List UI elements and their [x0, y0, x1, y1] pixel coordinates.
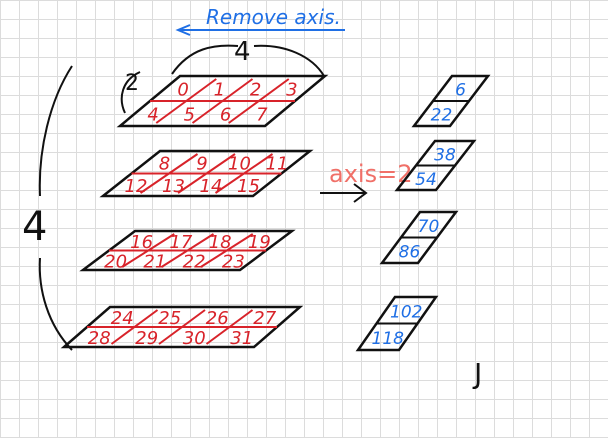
- cell-value: 102: [390, 302, 422, 322]
- slice-outline: [355, 295, 439, 352]
- depth-dimension: 4: [22, 204, 47, 250]
- cell-value: 13: [162, 176, 185, 197]
- cell-value: 21: [143, 251, 166, 272]
- slice-outline: [79, 229, 296, 272]
- cell-value: 6: [455, 81, 466, 101]
- cell-value: 16: [130, 232, 153, 253]
- slice-col-divider: [110, 309, 159, 345]
- cell-value: 54: [415, 170, 437, 190]
- cell-value: 20: [104, 251, 127, 272]
- slice-outline: [411, 74, 491, 128]
- cell-value: 9: [196, 153, 207, 174]
- title-group: Remove axis.: [175, 5, 345, 36]
- cell-value: 8: [159, 153, 170, 174]
- slice-col-divider: [191, 78, 254, 124]
- input-slice: 16 17 18 19 20 21 22 23: [79, 229, 296, 272]
- cell-value: 86: [399, 242, 421, 262]
- cell-value: 10: [228, 153, 251, 174]
- slice-outline: [116, 74, 329, 128]
- cell-value: 30: [183, 328, 206, 349]
- cell-value: 5: [184, 105, 195, 126]
- dimension-annotations: 4 2 4: [22, 37, 325, 351]
- cell-value: 0: [177, 80, 188, 101]
- cell-value: 4: [147, 105, 158, 126]
- depth-bracket-top: [38, 65, 73, 197]
- slice-outline: [60, 305, 304, 349]
- cell-value: 6: [220, 105, 231, 126]
- reduction-arrow-group: axis=2: [320, 160, 412, 203]
- input-slice: 8 9 10 11 12 13 14 15: [99, 149, 314, 198]
- cell-value: 31: [230, 328, 253, 349]
- cell-value: 14: [200, 176, 223, 197]
- slice-col-divider: [158, 309, 206, 345]
- slice-col-divider: [121, 233, 175, 268]
- cell-value: 18: [209, 232, 232, 253]
- cell-value: 2: [250, 80, 261, 101]
- slice-outline: [379, 210, 459, 265]
- cell-value: 38: [434, 145, 456, 165]
- rows-dimension: 2: [125, 71, 139, 96]
- cell-value: 27: [253, 308, 276, 329]
- slice-outline: [394, 139, 477, 192]
- slice-col-divider: [160, 233, 215, 268]
- slice-col-divider: [228, 78, 290, 124]
- cell-value: 3: [286, 80, 297, 101]
- slice-outline: [99, 149, 314, 198]
- cell-value: 70: [418, 217, 440, 237]
- cell-value: 1: [214, 80, 225, 101]
- cols-bracket-left: [171, 44, 239, 75]
- cell-value: 12: [125, 176, 148, 197]
- cell-value: 22: [183, 251, 206, 272]
- cell-value: 11: [266, 153, 289, 174]
- cols-bracket-right: [253, 44, 325, 77]
- right-arrow-icon: [320, 183, 368, 203]
- cell-value: 24: [111, 308, 134, 329]
- slice-col-divider: [155, 78, 217, 124]
- left-arrow-icon: [175, 24, 205, 36]
- cell-value: 23: [222, 251, 245, 272]
- cols-dimension: 4: [234, 37, 251, 67]
- cell-value: 25: [158, 308, 181, 329]
- slice-col-divider: [205, 309, 254, 345]
- slice-col-divider: [177, 153, 236, 194]
- axis-label: axis=2: [329, 160, 412, 188]
- cell-value: 15: [237, 176, 260, 197]
- cell-value: 26: [206, 308, 229, 329]
- input-slice: 24 25 26 27 28 29 30 31: [60, 305, 304, 349]
- cell-value: 22: [431, 106, 453, 126]
- result-mark: J: [472, 357, 482, 390]
- input-slice: 0 1 2 3 4 5 6 7: [116, 74, 329, 128]
- cell-value: 7: [256, 105, 268, 126]
- title-text: Remove axis.: [206, 5, 341, 29]
- depth-bracket-bottom: [38, 257, 73, 351]
- cell-value: 17: [169, 232, 192, 253]
- rows-bracket: [120, 71, 141, 114]
- slice-col-divider: [200, 233, 254, 268]
- cell-value: 29: [135, 328, 158, 349]
- slice-col-divider: [214, 153, 274, 194]
- slice-col-divider: [139, 153, 199, 194]
- cell-value: 28: [88, 328, 111, 349]
- cell-value: 19: [248, 232, 271, 253]
- output-slice: 622: [411, 74, 491, 128]
- cell-value: 118: [372, 329, 405, 349]
